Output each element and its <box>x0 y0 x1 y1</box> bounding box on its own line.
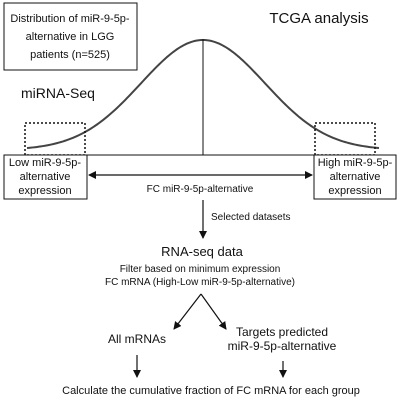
rnaseq-filter-line-1: Filter based on minimum expression <box>120 264 281 275</box>
distribution-box <box>3 2 138 71</box>
high-expression-line-3: expression <box>328 185 381 197</box>
method-label: miRNA-Seq <box>21 85 95 101</box>
low-expression-line-1: Low miR-9-5p- <box>9 157 81 169</box>
distribution-box-line-2: alternative in LGG <box>26 31 115 43</box>
high-expression-box <box>313 154 397 200</box>
rnaseq-title: RNA-seq data <box>161 244 243 259</box>
high-expression-line-1: High miR-9-5p- <box>318 157 393 169</box>
distribution-box-line-1: Distribution of miR-9-5p- <box>10 13 130 25</box>
targets-predicted-line-1: Targets predicted <box>236 325 328 339</box>
low-expression-line-3: expression <box>18 185 71 197</box>
all-mrnas-label: All mRNAs <box>108 332 166 346</box>
branch-arrow-right <box>200 293 227 330</box>
fc-axis-label: FC miR-9-5p-alternative <box>147 184 254 195</box>
targets-predicted-line-2: miR-9-5p-alternative <box>228 339 337 353</box>
rnaseq-filter-line-2: FC mRNA (High-Low miR-9-5p-alternative) <box>105 277 295 288</box>
distribution-box-line-3: patients (n=525) <box>30 49 110 61</box>
high-expression-line-2: alternative <box>330 171 381 183</box>
low-expression-box <box>3 154 88 200</box>
final-step-label: Calculate the cumulative fraction of FC … <box>62 385 360 397</box>
low-expression-line-2: alternative <box>20 171 71 183</box>
low-tail-dotted-box <box>24 122 86 156</box>
page-title: TCGA analysis <box>269 10 368 27</box>
branch-arrow-left <box>173 293 202 330</box>
high-tail-dotted-box <box>314 122 376 156</box>
selected-datasets-label: Selected datasets <box>211 212 291 223</box>
